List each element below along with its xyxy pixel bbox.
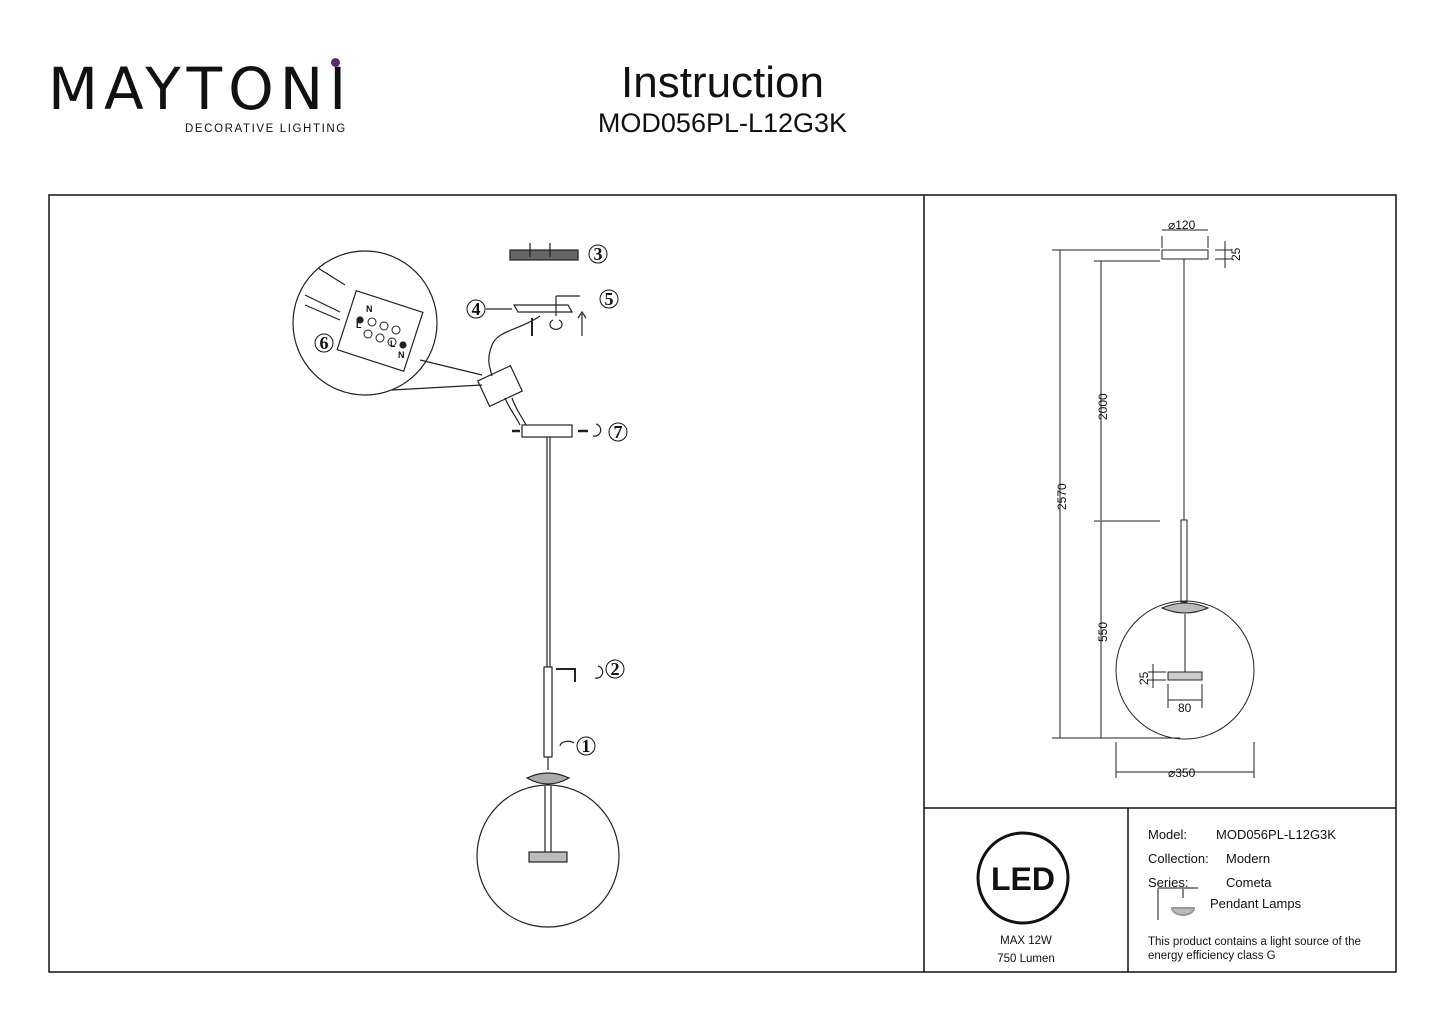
step-6: 6 xyxy=(314,333,334,353)
logo-accent-dot xyxy=(331,58,340,67)
lumen-output: 750 Lumen xyxy=(997,953,1055,965)
dim-globe xyxy=(1115,600,1255,740)
dimension-drawing xyxy=(1052,229,1255,778)
series-label: Series: xyxy=(1148,875,1188,890)
svg-text:1: 1 xyxy=(582,736,591,756)
globe-cap xyxy=(525,772,571,785)
brand-tagline: DECORATIVE LIGHTING xyxy=(185,123,347,135)
terminal-n2-label: N xyxy=(398,350,405,360)
terminal-block xyxy=(476,364,524,408)
dim-led-module xyxy=(1167,671,1203,681)
svg-text:7: 7 xyxy=(614,422,623,442)
connector-detail-circle xyxy=(292,250,438,396)
terminal-l2-label: L xyxy=(390,339,396,349)
terminal-l-label: L xyxy=(356,320,362,330)
step-7: 7 xyxy=(608,422,628,442)
svg-text:4: 4 xyxy=(472,299,481,319)
suspension-rod xyxy=(543,666,553,758)
dim-lamp-height: 550 xyxy=(1096,622,1110,642)
brand-logo: MAYTONI xyxy=(48,55,353,123)
series-value: Cometa xyxy=(1226,875,1272,890)
collection-label: Collection: xyxy=(1148,851,1209,866)
dim-total-height: 2570 xyxy=(1055,483,1069,510)
detail-terminal xyxy=(336,289,424,373)
step-1: 1 xyxy=(576,736,596,756)
terminal-n-label: N xyxy=(366,304,373,314)
glass-globe xyxy=(476,784,620,928)
type-value: Pendant Lamps xyxy=(1210,896,1302,911)
mounting-bracket xyxy=(512,304,574,313)
dim-module-height: 25 xyxy=(1137,671,1151,685)
max-power: MAX 12W xyxy=(1000,935,1052,947)
svg-text:LED: LED xyxy=(991,861,1055,897)
svg-text:2: 2 xyxy=(611,659,620,679)
dim-module-width: 80 xyxy=(1178,701,1192,715)
dim-globe-diameter: ⌀350 xyxy=(1168,766,1196,780)
collection-value: Modern xyxy=(1226,851,1270,866)
dim-canopy xyxy=(1161,249,1209,260)
ceiling-plate xyxy=(509,249,579,261)
step-2: 2 xyxy=(605,659,625,679)
dim-canopy-height: 25 xyxy=(1229,247,1243,261)
led-badge: LED xyxy=(976,831,1070,925)
assembly-drawing xyxy=(292,243,620,928)
model-label: Model: xyxy=(1148,827,1187,842)
svg-text:5: 5 xyxy=(605,289,614,309)
page-title: Instruction xyxy=(621,58,824,107)
svg-text:3: 3 xyxy=(594,244,603,264)
pendant-icon xyxy=(1157,887,1198,920)
supply-cable xyxy=(488,315,541,377)
model-heading: MOD056PL-L12G3K xyxy=(597,108,848,138)
dim-rod xyxy=(1180,519,1188,603)
step-4: 4 xyxy=(466,299,486,319)
step-3: 3 xyxy=(588,244,608,264)
step-5: 5 xyxy=(599,289,619,309)
led-module xyxy=(528,851,568,863)
model-value: MOD056PL-L12G3K xyxy=(1216,827,1336,842)
outer-frame xyxy=(48,194,1397,973)
energy-line-2: energy efficiency class G xyxy=(1148,950,1276,962)
dim-canopy-diameter: ⌀120 xyxy=(1168,218,1196,232)
canopy xyxy=(521,424,573,438)
energy-line-1: This product contains a light source of … xyxy=(1148,936,1361,948)
svg-text:6: 6 xyxy=(320,333,329,353)
dim-cable-length: 2000 xyxy=(1096,393,1110,420)
